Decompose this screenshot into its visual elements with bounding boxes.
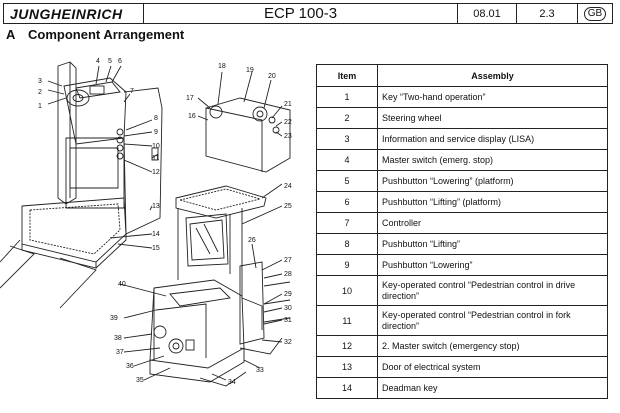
page-header: JUNGHEINRICH ECP 100-3 08.01 2.3 GB — [3, 3, 613, 24]
callout-10: 10 — [152, 143, 160, 150]
callout-40: 40 — [118, 281, 126, 288]
item-cell: 8 — [316, 233, 378, 255]
callout-34: 34 — [228, 379, 236, 386]
callout-1: 1 — [38, 103, 42, 110]
callout-17: 17 — [186, 95, 194, 102]
column-header-assembly: Assembly — [377, 64, 608, 87]
callout-6: 6 — [118, 58, 122, 65]
assembly-cell: Pushbutton “Lowering” — [377, 254, 608, 276]
callout-30: 30 — [284, 305, 292, 312]
callout-11: 11 — [152, 155, 159, 162]
callout-3: 3 — [38, 78, 42, 85]
assembly-cell: Master switch (emerg. stop) — [377, 149, 608, 171]
assembly-cell: Pushbutton “Lowering” (platform) — [377, 170, 608, 192]
assembly-cell: Key-operated control “Pedestrian control… — [377, 305, 608, 336]
callout-37: 37 — [116, 349, 124, 356]
callout-20: 20 — [268, 73, 276, 80]
callout-38: 38 — [114, 335, 122, 342]
callout-19: 19 — [246, 67, 254, 74]
item-cell: 6 — [316, 191, 378, 213]
item-cell: 4 — [316, 149, 378, 171]
section-title: Component Arrangement — [28, 27, 185, 42]
assembly-cell: Steering wheel — [377, 107, 608, 129]
callout-5: 5 — [108, 58, 112, 65]
assembly-cell: Key “Two-hand operation” — [377, 86, 608, 108]
assembly-cell: Deadman key — [377, 377, 608, 399]
callout-22: 22 — [284, 119, 292, 126]
callout-26: 26 — [248, 237, 256, 244]
assembly-cell: Controller — [377, 212, 608, 234]
section-letter: A — [6, 27, 16, 42]
callout-21: 21 — [284, 101, 292, 108]
assembly-cell: Information and service display (LISA) — [377, 128, 608, 150]
callout-25: 25 — [284, 203, 292, 210]
brand-logo: JUNGHEINRICH — [4, 4, 144, 23]
callout-39: 39 — [110, 315, 118, 322]
model-title: ECP 100-3 — [144, 4, 458, 23]
callout-24: 24 — [284, 183, 292, 190]
page-number-cell: 2.3 — [517, 4, 578, 23]
callout-23: 23 — [284, 133, 292, 140]
item-cell: 5 — [316, 170, 378, 192]
callout-4: 4 — [96, 58, 100, 65]
callout-9: 9 — [154, 129, 158, 136]
language-badge: GB — [583, 6, 607, 21]
callout-33: 33 — [256, 367, 264, 374]
callout-28: 28 — [284, 271, 292, 278]
column-header-item: Item — [316, 64, 378, 87]
callout-14: 14 — [152, 231, 160, 238]
callout-29: 29 — [284, 291, 292, 298]
assembly-cell: Pushbutton “Lifting” — [377, 233, 608, 255]
callout-32: 32 — [284, 339, 292, 346]
callout-27: 27 — [284, 257, 292, 264]
assembly-cell: Door of electrical system — [377, 356, 608, 378]
item-cell: 10 — [316, 275, 378, 306]
callout-31: 31 — [284, 317, 292, 324]
assembly-cell: 2. Master switch (emergency stop) — [377, 335, 608, 357]
item-cell: 11 — [316, 305, 378, 336]
item-cell: 9 — [316, 254, 378, 276]
callout-12: 12 — [152, 169, 160, 176]
assembly-cell: Pushbutton “Lifting” (platform) — [377, 191, 608, 213]
callout-35: 35 — [136, 377, 144, 384]
item-cell: 3 — [316, 128, 378, 150]
item-cell: 12 — [316, 335, 378, 357]
callout-2: 2 — [38, 89, 42, 96]
item-cell: 14 — [316, 377, 378, 399]
callout-18: 18 — [218, 63, 226, 70]
language-cell: GB — [578, 4, 612, 23]
callout-7: 7 — [130, 88, 134, 95]
item-cell: 2 — [316, 107, 378, 129]
callout-8: 8 — [154, 115, 158, 122]
callout-13: 13 — [152, 203, 160, 210]
item-cell: 1 — [316, 86, 378, 108]
assembly-cell: Key-operated control “Pedestrian control… — [377, 275, 608, 306]
section-heading: A Component Arrangement — [6, 27, 184, 42]
item-cell: 7 — [316, 212, 378, 234]
callout-16: 16 — [188, 113, 196, 120]
callout-36: 36 — [126, 363, 134, 370]
date-cell: 08.01 — [458, 4, 517, 23]
table-header-row: Item Assembly — [316, 64, 608, 87]
component-illustration: 3 2 1 4 5 6 7 8 9 10 11 12 13 14 15 16 1… — [0, 58, 292, 387]
component-drawing: 3 2 1 4 5 6 7 8 9 10 11 12 13 14 15 16 1… — [0, 48, 310, 408]
callout-15: 15 — [152, 245, 160, 252]
item-cell: 13 — [316, 356, 378, 378]
